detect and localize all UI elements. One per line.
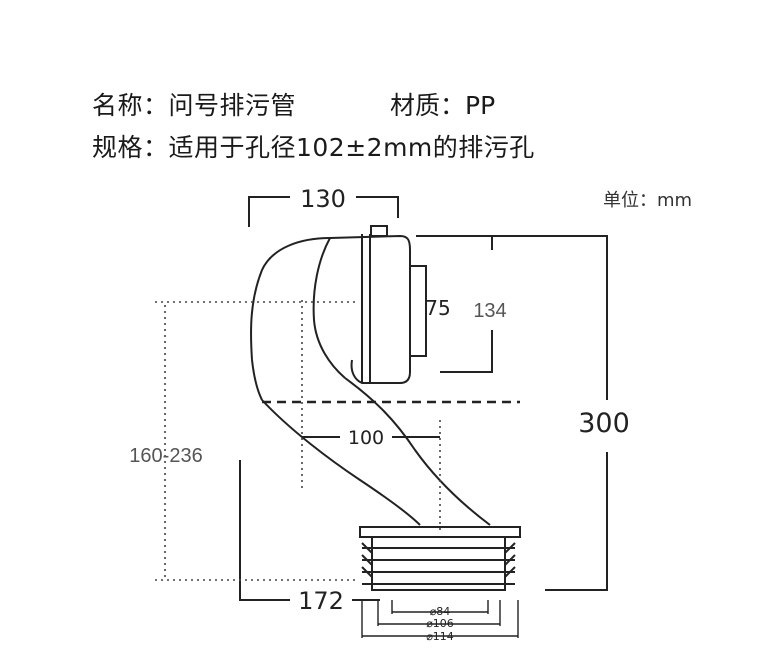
dim-130-right-bracket [356,196,399,218]
spec-label: 规格：适用于孔径102±2mm的排污孔 [92,133,535,162]
pipe-inner-lower [344,377,491,526]
material-label: 材质：PP [390,91,496,120]
socket-head [329,234,411,384]
dim-300-top [492,235,608,400]
dim-172-text: 172 [298,587,344,615]
dim-75-text: 75 [425,296,450,320]
dim-100-text: 100 [348,427,384,449]
dim-300-text: 300 [578,408,630,439]
unit-label: 单位：mm [603,190,693,211]
bellows-body [371,537,506,591]
dim-134-top [416,235,493,250]
dim-130-left-bracket [248,196,290,227]
socket-tab [370,225,388,237]
dim-drop-range-text: 160-236 [129,445,202,467]
inner-spigot [410,265,427,357]
dim-106-line [377,600,501,626]
dim-134-bottom [440,330,493,373]
dim-106-text: ⌀106 [426,617,454,630]
product-name: 名称：问号排污管 [92,91,297,120]
dim-114-text: ⌀114 [426,630,454,643]
dim-134-text: 134 [473,300,506,322]
dim-300-bottom [545,452,608,591]
bellows-fins [361,542,516,578]
pipe-outer-lower [261,399,421,526]
dim-84-line [391,600,489,614]
dim-84-text: ⌀84 [430,605,451,618]
pipe-outer-upper [250,237,331,401]
base-flange [359,526,521,538]
dim-114-line [361,600,519,638]
bellows-ribs [362,547,515,585]
dim-130-text: 130 [300,185,346,213]
dim-172-left [239,460,290,601]
pipe-inner-upper [312,237,346,379]
